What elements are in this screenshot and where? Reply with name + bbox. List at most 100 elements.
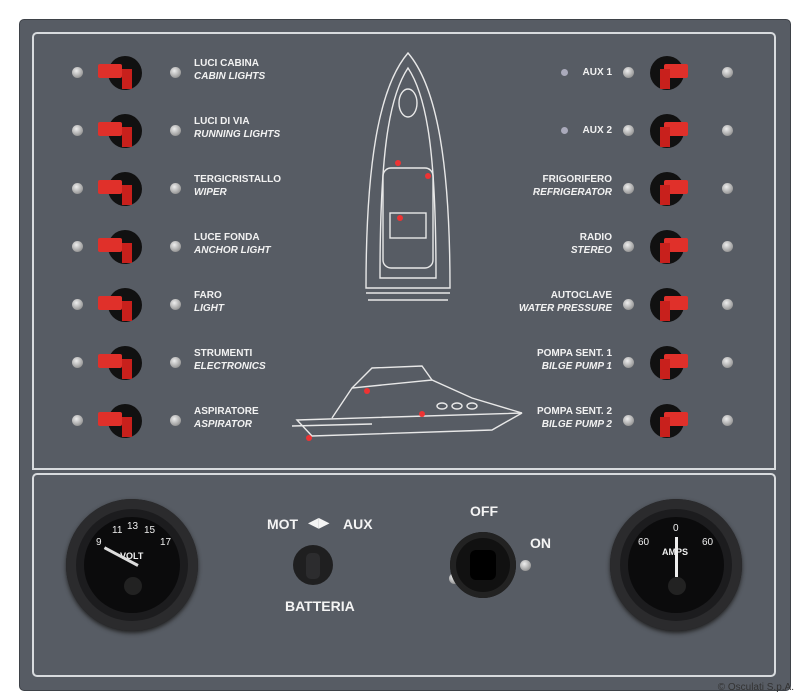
screw [722, 299, 733, 310]
screw [623, 415, 634, 426]
switch-lever [122, 185, 132, 205]
screw [72, 183, 83, 194]
switch-lever [664, 354, 688, 368]
screw [170, 125, 181, 136]
boat-side-view-diagram [292, 365, 523, 441]
indicator-led [561, 69, 568, 76]
amp-tick: 0 [673, 523, 679, 534]
screw [722, 183, 733, 194]
switch-label: POMPA SENT. 1 BILGE PUMP 1 [537, 347, 612, 373]
screw [722, 415, 733, 426]
switch-section [32, 32, 776, 469]
label-en: REFRIGERATOR [532, 187, 612, 198]
switch-lever [660, 243, 670, 263]
rocker-switch[interactable] [650, 230, 688, 264]
label-it: AUTOCLAVE [550, 290, 612, 301]
rocker-switch[interactable] [650, 346, 688, 380]
switch-lever [122, 417, 132, 437]
rocker-switch[interactable] [98, 404, 142, 438]
amp-tick: 60 [638, 537, 650, 548]
rocker-switch[interactable] [98, 56, 142, 90]
label-it: TERGICRISTALLO [194, 174, 282, 185]
rocker-switch[interactable] [650, 404, 688, 438]
switch-label: AUTOCLAVE WATER PRESSURE [519, 289, 612, 315]
breaker-on-label: ON [530, 535, 551, 551]
switch-lever [98, 354, 122, 368]
label-it: FARO [194, 290, 222, 301]
rocker-switch[interactable] [650, 172, 688, 206]
main-breaker-switch[interactable] [450, 532, 516, 598]
screw [72, 299, 83, 310]
switch-lever [664, 412, 688, 426]
screw [170, 241, 181, 252]
amp-needle [675, 537, 678, 577]
battery-mot-label: MOT [267, 516, 299, 532]
switch-lever [122, 69, 132, 89]
label-it: AUX 1 [582, 67, 612, 78]
watermark: © Osculati S.p.A. [717, 682, 794, 693]
screw [72, 415, 83, 426]
battery-selector-switch[interactable] [293, 545, 333, 585]
screw [623, 67, 634, 78]
rocker-switch[interactable] [650, 114, 688, 148]
label-it: LUCI CABINA [194, 58, 259, 69]
screw [72, 67, 83, 78]
label-en: BILGE PUMP 2 [541, 419, 612, 430]
switch-lever [122, 301, 132, 321]
screw [72, 357, 83, 368]
volt-unit: VOLT [120, 551, 144, 561]
rocker-switch[interactable] [650, 56, 688, 90]
rocker-switch[interactable] [98, 346, 142, 380]
switch-row: AUX 1 [420, 53, 790, 93]
switch-lever [664, 238, 688, 252]
label-en: ANCHOR LIGHT [194, 245, 271, 256]
switch-lever [98, 412, 122, 426]
arrows-icon: ◀▶ [308, 514, 330, 530]
switch-lever [122, 359, 132, 379]
breaker-off-label: OFF [470, 503, 498, 519]
switch-lever [98, 296, 122, 310]
rocker-switch[interactable] [98, 230, 142, 264]
label-en: CABIN LIGHTS [194, 71, 266, 82]
rocker-switch[interactable] [98, 288, 142, 322]
switch-lever [98, 180, 122, 194]
switch-row: POMPA SENT. 1 BILGE PUMP 1 [420, 343, 790, 383]
screw [72, 125, 83, 136]
switch-lever [664, 64, 688, 78]
volt-tick: 11 [112, 525, 123, 536]
rocker-switch[interactable] [98, 114, 142, 148]
switch-lever [664, 122, 688, 136]
rocker-switch[interactable] [98, 172, 142, 206]
screw [623, 357, 634, 368]
voltmeter: 9 11 13 15 17 VOLT [66, 499, 198, 631]
label-en: WATER PRESSURE [518, 303, 612, 314]
label-en: BILGE PUMP 1 [541, 361, 612, 372]
rocker-switch[interactable] [650, 288, 688, 322]
screw [623, 299, 634, 310]
label-en: WIPER [194, 187, 227, 198]
switch-row: TERGICRISTALLO WIPER [20, 169, 410, 209]
switch-lever [98, 122, 122, 136]
screw [623, 241, 634, 252]
gauge-section [32, 473, 776, 677]
switch-row: AUX 2 [420, 111, 790, 151]
screw [623, 183, 634, 194]
label-it: AUX 2 [582, 125, 612, 136]
boat-top-view-diagram [365, 51, 451, 301]
divider [32, 468, 776, 470]
label-it: ASPIRATORE [194, 406, 259, 417]
label-it: POMPA SENT. 1 [536, 348, 612, 359]
volt-tick: 9 [96, 537, 102, 548]
switch-lever [660, 69, 670, 89]
